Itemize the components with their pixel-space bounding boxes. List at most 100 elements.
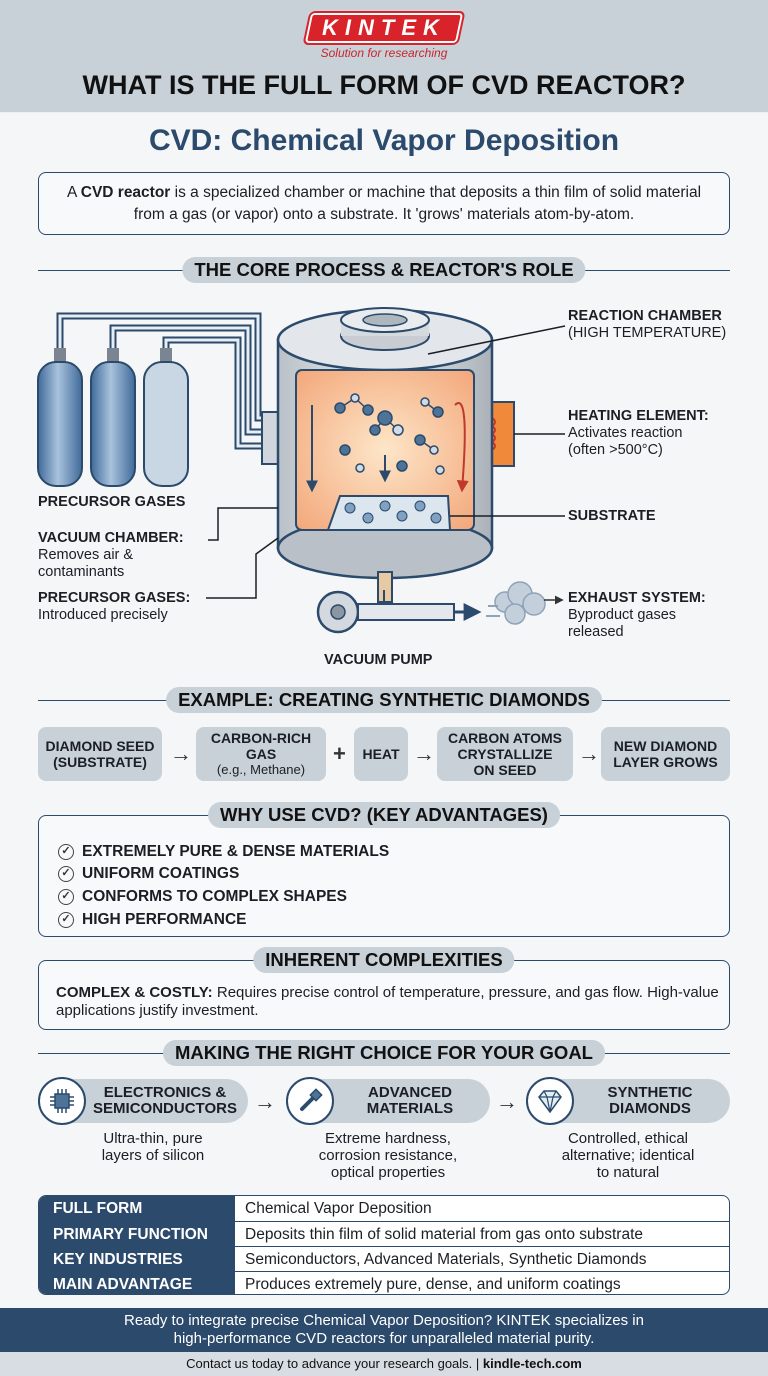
label-reaction-chamber: REACTION CHAMBER(HIGH TEMPERATURE): [568, 308, 726, 342]
check-circle-icon: ✓: [58, 844, 74, 860]
section-process: THE CORE PROCESS & REACTOR'S ROLE: [38, 257, 730, 283]
table-row: PRIMARY FUNCTION Deposits thin film of so…: [39, 1221, 729, 1247]
goal-desc-line: alternative; identical: [561, 1147, 695, 1164]
section-complexities: INHERENT COMPLEXITIES: [38, 947, 730, 973]
section-example: EXAMPLE: CREATING SYNTHETIC DIAMONDS: [38, 687, 730, 713]
goal-title: SYNTHETIC: [607, 1084, 693, 1101]
kintek-logo[interactable]: KINTEK: [302, 11, 466, 45]
complexities-bold: COMPLEX & COSTLY:: [56, 984, 213, 1001]
gas-molecules: [334, 393, 445, 475]
vacuum-pump-icon: [316, 590, 482, 634]
goal-desc-line: layers of silicon: [101, 1147, 205, 1164]
heating-element-title: HEATING ELEMENT:: [568, 408, 709, 424]
flow-text: HEAT: [362, 746, 400, 762]
table-row: FULL FORM Chemical Vapor Deposition: [39, 1196, 729, 1221]
advantage-text: CONFORMS TO COMPLEX SHAPES: [82, 888, 347, 905]
exhaust-title: EXHAUST SYSTEM:: [568, 590, 706, 606]
arrow-icon: →: [413, 741, 435, 766]
gas-cylinders: [37, 348, 189, 487]
arrow-icon: →: [170, 741, 192, 766]
advantage-item: ✓ HIGH PERFORMANCE: [58, 910, 246, 930]
advantage-text: UNIFORM COATINGS: [82, 865, 240, 882]
advantage-item: ✓ EXTREMELY PURE & DENSE MATERIALS: [58, 842, 389, 862]
arrow-icon: →: [578, 741, 600, 766]
goal-title: ELECTRONICS &: [103, 1084, 227, 1101]
advantage-text: EXTREMELY PURE & DENSE MATERIALS: [82, 843, 390, 860]
section-title: THE CORE PROCESS & REACTOR'S ROLE: [182, 257, 586, 283]
exhaust-cloud-icon: [494, 581, 546, 625]
flow-text: ON SEED: [473, 762, 537, 778]
table-value: Deposits thin film of solid material fro…: [245, 1226, 644, 1243]
plus-icon: +: [333, 741, 346, 766]
cvd-reactor-diagram: REACTION CHAMBER(HIGH TEMPERATURE) HEATI…: [0, 290, 768, 680]
chip-icon: [38, 1077, 86, 1125]
contact-bar: Contact us today to advance your researc…: [0, 1352, 768, 1376]
diamond-icon: [526, 1077, 574, 1125]
heating-line2: (often >500°C): [568, 442, 663, 458]
goal-desc-line: to natural: [596, 1164, 660, 1181]
goal-desc-line: Ultra-thin, pure: [103, 1130, 203, 1147]
label-heating-element: HEATING ELEMENT:Activates reaction(often…: [568, 408, 709, 459]
section-title: MAKING THE RIGHT CHOICE FOR YOUR GOAL: [163, 1040, 605, 1066]
leader-lines: [206, 325, 566, 599]
flow-text: CARBON-RICH: [210, 730, 312, 746]
check-circle-icon: ✓: [58, 912, 74, 928]
reaction-chamber-desc: (HIGH TEMPERATURE): [568, 325, 727, 341]
table-value: Semiconductors, Advanced Materials, Synt…: [245, 1251, 647, 1268]
section-title: EXAMPLE: CREATING SYNTHETIC DIAMONDS: [166, 687, 602, 713]
advantage-text: HIGH PERFORMANCE: [82, 911, 247, 928]
advantages-box: [38, 815, 730, 937]
table-value: Chemical Vapor Deposition: [245, 1200, 432, 1217]
flow-text: (SUBSTRATE): [53, 754, 147, 770]
label-vacuum-pump: VACUUM PUMP: [324, 652, 433, 668]
section-title: INHERENT COMPLEXITIES: [253, 947, 515, 973]
tagline: Solution for researching: [320, 46, 448, 60]
page-title: WHAT IS THE FULL FORM OF CVD REACTOR?: [82, 70, 686, 100]
cta-line1: Ready to integrate precise Chemical Vapo…: [124, 1312, 644, 1329]
precursor-title: PRECURSOR GASES:: [38, 590, 191, 606]
goal-title: ADVANCED: [368, 1084, 452, 1101]
arrow-icon: →: [254, 1089, 276, 1114]
advantage-item: ✓ CONFORMS TO COMPLEX SHAPES: [58, 887, 347, 907]
goal-desc-materials: Extreme hardness,corrosion resistance,op…: [283, 1130, 493, 1181]
flow-text: DIAMOND SEED: [45, 738, 155, 754]
vacuum-line2: contaminants: [38, 564, 125, 580]
table-key: MAIN ADVANTAGE: [39, 1272, 235, 1294]
section-choice: MAKING THE RIGHT CHOICE FOR YOUR GOAL: [38, 1040, 730, 1066]
flow-text: CARBON ATOMS: [447, 730, 563, 746]
goal-desc-line: optical properties: [330, 1164, 446, 1181]
reactor-illustration: [37, 307, 566, 634]
vacuum-line1: Removes air &: [38, 547, 134, 563]
vacuum-chamber-title: VACUUM CHAMBER:: [38, 530, 184, 546]
footer-cta: Ready to integrate precise Chemical Vapo…: [0, 1312, 768, 1348]
table-row: KEY INDUSTRIES Semiconductors, Advanced M…: [39, 1246, 729, 1272]
cta-line2: high-performance CVD reactors for unpara…: [173, 1330, 595, 1347]
arrow-icon: →: [496, 1089, 518, 1114]
table-key: KEY INDUSTRIES: [39, 1247, 235, 1272]
goal-desc-line: corrosion resistance,: [318, 1147, 458, 1164]
check-circle-icon: ✓: [58, 889, 74, 905]
complexities-body: Requires precise control of temperature,…: [56, 984, 719, 1019]
goal-title: DIAMONDS: [609, 1100, 691, 1117]
tool-icon: [286, 1077, 334, 1125]
intro-bold: CVD reactor: [80, 184, 171, 201]
flow-text: (e.g., Methane): [216, 762, 306, 777]
table-key: FULL FORM: [39, 1196, 235, 1221]
summary-table: FULL FORM Chemical Vapor Deposition PRIMA…: [38, 1195, 730, 1295]
site-link[interactable]: kindle-tech.com: [482, 1356, 582, 1371]
goal-desc-line: Extreme hardness,: [325, 1130, 451, 1147]
flow-step-heat: HEAT: [354, 727, 408, 781]
flow-text: LAYER GROWS: [613, 754, 718, 770]
subtitle: CVD: Chemical Vapor Deposition: [148, 124, 620, 157]
advantage-item: ✓UNIFORM COATINGS: [58, 864, 239, 884]
label-precursor-intro: PRECURSOR GASES:Introduced precisely: [38, 590, 190, 624]
precursor-line1: Introduced precisely: [38, 607, 168, 623]
flow-step-diamond-seed: DIAMOND SEED(SUBSTRATE): [38, 727, 162, 781]
label-vacuum-chamber: VACUUM CHAMBER:Removes air &contaminants: [38, 530, 184, 581]
table-key: PRIMARY FUNCTION: [39, 1222, 235, 1247]
